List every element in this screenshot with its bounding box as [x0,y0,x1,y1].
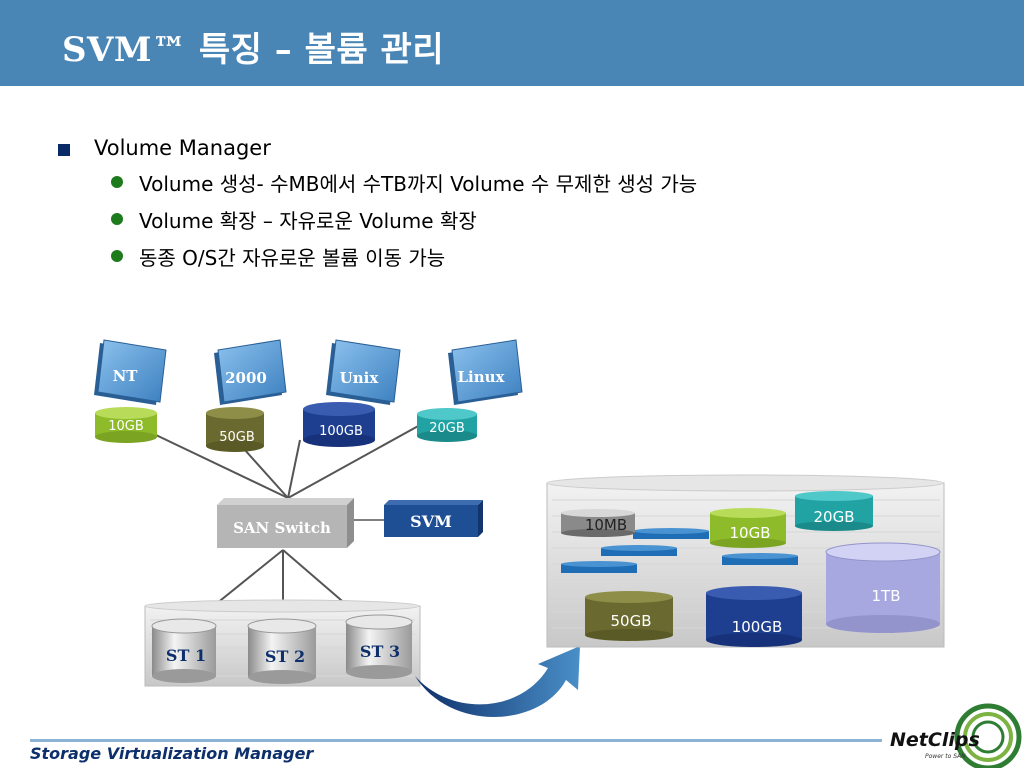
volume-label: 100GB [732,618,783,636]
volume-label: 100GB [319,424,363,439]
pool-volume-50gb: 50GB [585,591,673,641]
volume-label: 50GB [219,430,255,445]
volume-label: 10GB [108,419,144,434]
volume-slice [722,553,798,565]
storage-label: ST 3 [360,642,400,661]
logo-text: NetClips [890,729,980,751]
host-2000: 2000 [214,339,287,405]
volume-slice [601,545,677,556]
volume-label: 1TB [872,587,901,605]
bullet-volume-manager: Volume Manager [94,136,271,160]
curved-arrow-icon [415,646,580,717]
storage-label: ST 2 [265,647,305,666]
pool-volume-20gb: 20GB [795,491,873,531]
storage-st1: ST 1 [151,618,217,683]
host-nt: NT [94,339,167,405]
pool-volume-10mb: 10MB [561,509,635,537]
volume-cylinder-linux: 20GB [417,408,477,442]
volume-label: 20GB [429,421,465,436]
host-label: Unix [340,369,380,387]
host-linux: Linux [448,339,523,405]
svm-label: SVM [410,512,452,531]
volume-cylinder-nt: 10GB [95,407,157,443]
title-bar: SVM™ 특징 – 볼륨 관리 [0,0,1024,86]
footer-caption: Storage Virtualization Manager [30,744,314,763]
bullet-text: 동종 O/S간 자유로운 볼륨 이동 가능 [139,246,446,270]
volume-label: 20GB [813,508,854,526]
volume-slice [633,528,709,539]
volume-label: 10MB [585,516,627,534]
storage-st2: ST 2 [247,618,317,684]
round-bullet-icon [111,176,123,188]
volume-label: 10GB [729,524,770,542]
storage-st3: ST 3 [345,614,413,679]
volume-cylinder-unix: 100GB [303,402,375,447]
bullet-text: Volume 생성- 수MB에서 수TB까지 Volume 수 무제한 생성 가… [139,172,698,196]
volume-cylinder-2000: 50GB [206,407,264,452]
bullet-text: Volume 확장 – 자유로운 Volume 확장 [139,209,477,233]
host-label: Linux [458,368,506,386]
round-bullet-icon [111,213,123,225]
svm-box: SVM [384,500,483,537]
storage-pool: 10MB 10GB 20GB 1TB 50GB [546,474,945,648]
volume-label: 50GB [610,612,651,630]
slide-title: SVM™ 특징 – 볼륨 관리 [62,30,445,70]
switch-label: SAN Switch [233,519,331,537]
pool-volume-100gb: 100GB [706,586,802,647]
san-switch: SAN Switch [217,498,354,548]
pool-volume-10gb: 10GB [710,508,786,548]
footer-divider [30,739,882,742]
storage-label: ST 1 [166,646,206,665]
square-bullet-icon [58,144,70,156]
round-bullet-icon [111,250,123,262]
logo-tagline: Power to SAN [925,753,966,760]
pool-volume-1tb: 1TB [825,542,941,633]
netclips-logo: NetClips Power to SAN [890,703,1022,768]
volume-slice [561,561,637,573]
host-label: 2000 [225,369,267,387]
host-label: NT [113,367,139,385]
host-unix: Unix [326,339,401,405]
